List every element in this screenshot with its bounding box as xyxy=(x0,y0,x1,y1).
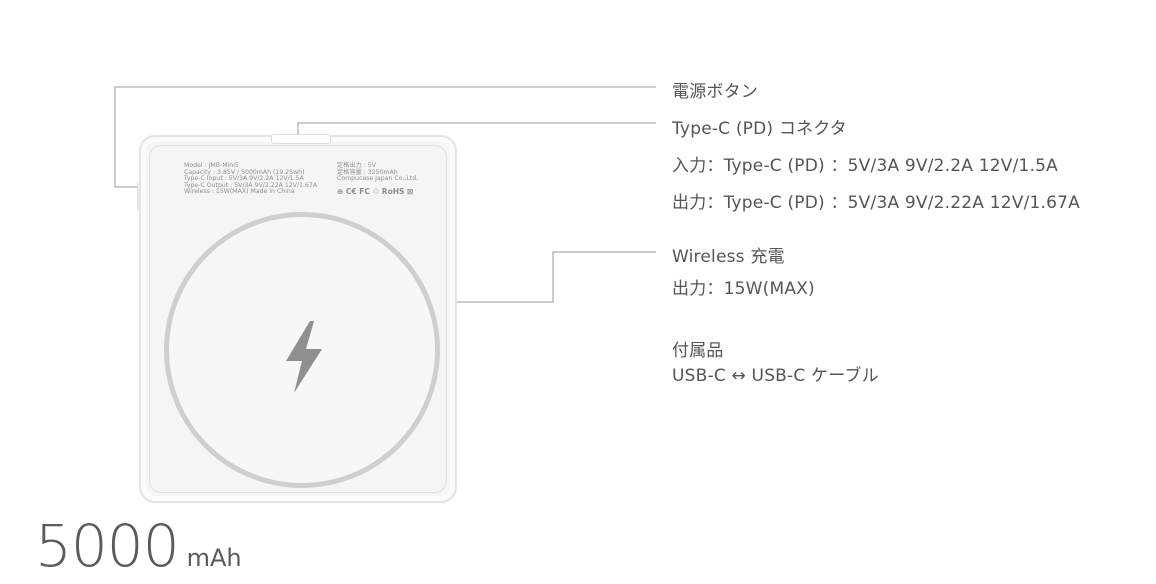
capacity-unit: mAh xyxy=(186,544,242,572)
spec-line: Type-C Input : 5V/3A 9V/2.2A 12V/1.5A xyxy=(184,175,304,183)
wireless-title-label: Wireless 充電 xyxy=(672,247,785,267)
accessories-title-label: 付属品 xyxy=(672,341,724,361)
spec-line: Capacity : 3.85V / 5000mAh (19.25wh) xyxy=(184,168,305,176)
device-spec-left: Model : JMB-Mini5 Capacity : 3.85V / 500… xyxy=(184,162,318,196)
power-button-label: 電源ボタン xyxy=(672,82,758,102)
spec-line: 定格出力 : 5V xyxy=(337,162,376,169)
device-spec-right: 定格出力 : 5V 定格容量 : 3250mAh Compucase Japan… xyxy=(337,162,419,183)
accessories-item-label: USB-C ↔ USB-C ケーブル xyxy=(672,366,879,386)
spec-line: Compucase Japan Co.,Ltd. xyxy=(337,175,419,183)
wireless-output-label: 出力：15W(MAX) xyxy=(672,279,815,299)
input-spec-label: 入力：Type-C (PD) ：5V/3A 9V/2.2A 12V/1.5A xyxy=(672,156,1058,176)
power-bank-device: Model : JMB-Mini5 Capacity : 3.85V / 500… xyxy=(137,134,457,503)
typec-connector-label: Type-C (PD) コネクタ xyxy=(672,119,847,139)
spec-line: Model : JMB-Mini5 xyxy=(184,162,239,169)
callout-line-typec xyxy=(297,122,656,138)
power-button xyxy=(137,183,141,211)
spec-line: Wireless : 15W(MAX) Made in China xyxy=(184,188,295,196)
spec-line: Type-C Output : 5V/3A 9V/2.22A 12V/1.67A xyxy=(184,181,318,189)
output-spec-label: 出力：Type-C (PD) ：5V/3A 9V/2.22A 12V/1.67A xyxy=(672,193,1081,213)
spec-line: 定格容量 : 3250mAh xyxy=(337,168,398,176)
typec-port xyxy=(271,134,331,144)
certification-marks: ⊕ C€ FC ♲ RoHS ⊠ xyxy=(337,187,414,196)
callout-line-wireless xyxy=(370,251,656,303)
callout-line-power-button xyxy=(114,86,656,188)
device-face: Model : JMB-Mini5 Capacity : 3.85V / 500… xyxy=(149,145,447,493)
lightning-bolt-icon xyxy=(286,321,322,393)
capacity-value: 5000 xyxy=(35,512,180,580)
